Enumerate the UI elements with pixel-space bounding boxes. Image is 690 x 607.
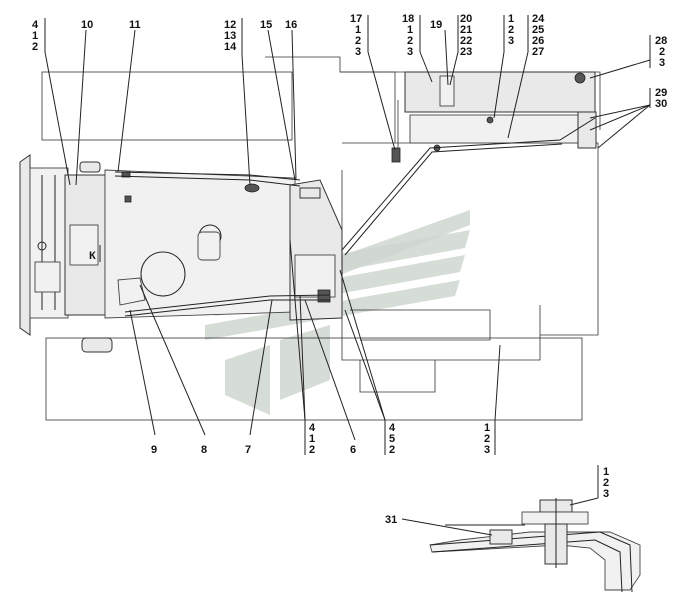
- pedal-hole: [140, 251, 186, 297]
- lower-bracket: [81, 337, 113, 353]
- leader-lines: [44, 29, 651, 526]
- side-console: [289, 179, 343, 321]
- radiator-edge: [19, 154, 31, 336]
- grommet: [244, 183, 260, 193]
- callout-b4-2: 2: [309, 444, 315, 456]
- detail-callout-3: 3: [603, 488, 609, 500]
- callout-22: 22: [460, 35, 472, 47]
- upper-right-assembly: [391, 71, 597, 163]
- callout-b3: 3: [484, 444, 490, 456]
- callout-4-2: 2: [32, 41, 38, 53]
- bottom-callouts: 9 8 7 4 1 2 6 4 5 2 1 2 3: [151, 422, 490, 456]
- radiator-block: [29, 167, 69, 319]
- top-callouts: 4 1 2 10 11 12 13 14 15 16 17 1 2 3 18 1…: [32, 13, 667, 110]
- callout-18-2: 2: [407, 35, 413, 47]
- callout-13: 13: [224, 30, 236, 42]
- detail-callout-2: 2: [603, 477, 609, 489]
- detail-section-view: 1 2 3 31: [385, 466, 641, 593]
- callout-19: 19: [430, 19, 442, 31]
- right-bracket: [577, 111, 597, 149]
- upper-left-frame: [41, 71, 293, 141]
- callout-27: 27: [532, 46, 544, 58]
- tray-box: [359, 360, 436, 393]
- cab-side-box: [289, 179, 343, 321]
- callout-8: 8: [201, 444, 207, 456]
- callout-28: 28: [655, 35, 667, 47]
- callout-b4-1: 1: [309, 433, 315, 445]
- detail-nut-plate: [521, 511, 589, 525]
- callout-30: 30: [655, 98, 667, 110]
- callout-1a-2: 2: [508, 24, 514, 36]
- callout-21: 21: [460, 24, 472, 36]
- callout-18-3: 3: [407, 46, 413, 58]
- callout-b4b: 4: [389, 422, 396, 434]
- callout-11: 11: [129, 19, 141, 31]
- control-box: [317, 289, 331, 303]
- callout-6: 6: [350, 444, 356, 456]
- callout-17-3: 3: [355, 46, 361, 58]
- callout-1a: 1: [508, 13, 514, 25]
- callout-17: 17: [350, 13, 362, 25]
- callout-17-1: 1: [355, 24, 361, 36]
- callout-1a-3: 3: [508, 35, 514, 47]
- mid-housing: [409, 114, 581, 144]
- callout-24: 24: [532, 13, 545, 25]
- callout-18: 18: [402, 13, 414, 25]
- callout-b4: 4: [309, 422, 316, 434]
- callout-12: 12: [224, 19, 236, 31]
- callout-18-1: 1: [407, 24, 413, 36]
- corner-cutout: [117, 277, 146, 306]
- detail-washer: [489, 529, 513, 545]
- callout-28-3: 3: [659, 57, 665, 69]
- callout-14: 14: [224, 41, 237, 53]
- upper-mid-frame: [265, 56, 396, 143]
- detail-callout-31: 31: [385, 514, 397, 526]
- callout-4: 4: [32, 19, 39, 31]
- callout-29: 29: [655, 87, 667, 99]
- detail-plate: [429, 531, 641, 591]
- detail-callout-1: 1: [603, 466, 609, 478]
- callout-b2: 2: [484, 433, 490, 445]
- callout-25: 25: [532, 24, 544, 36]
- callout-15: 15: [260, 19, 272, 31]
- cab-floor-plate: [104, 169, 296, 319]
- callout-9: 9: [151, 444, 157, 456]
- callout-26: 26: [532, 35, 544, 47]
- wiring-harness: [114, 117, 596, 317]
- callout-7: 7: [245, 444, 251, 456]
- label-bars: [44, 15, 651, 498]
- callout-b1: 1: [484, 422, 490, 434]
- lower-base-frame: [45, 337, 583, 421]
- callout-23: 23: [460, 46, 472, 58]
- callout-4-1: 1: [32, 30, 38, 42]
- callout-b5-2: 2: [389, 444, 395, 456]
- section-mark-k1: К: [89, 250, 96, 262]
- tray-outline: [350, 309, 491, 341]
- callout-10: 10: [81, 19, 93, 31]
- callout-20: 20: [460, 13, 472, 25]
- callout-28-2: 2: [659, 46, 665, 58]
- callout-b5: 5: [389, 433, 395, 445]
- callout-17-2: 2: [355, 35, 361, 47]
- callout-16: 16: [285, 19, 297, 31]
